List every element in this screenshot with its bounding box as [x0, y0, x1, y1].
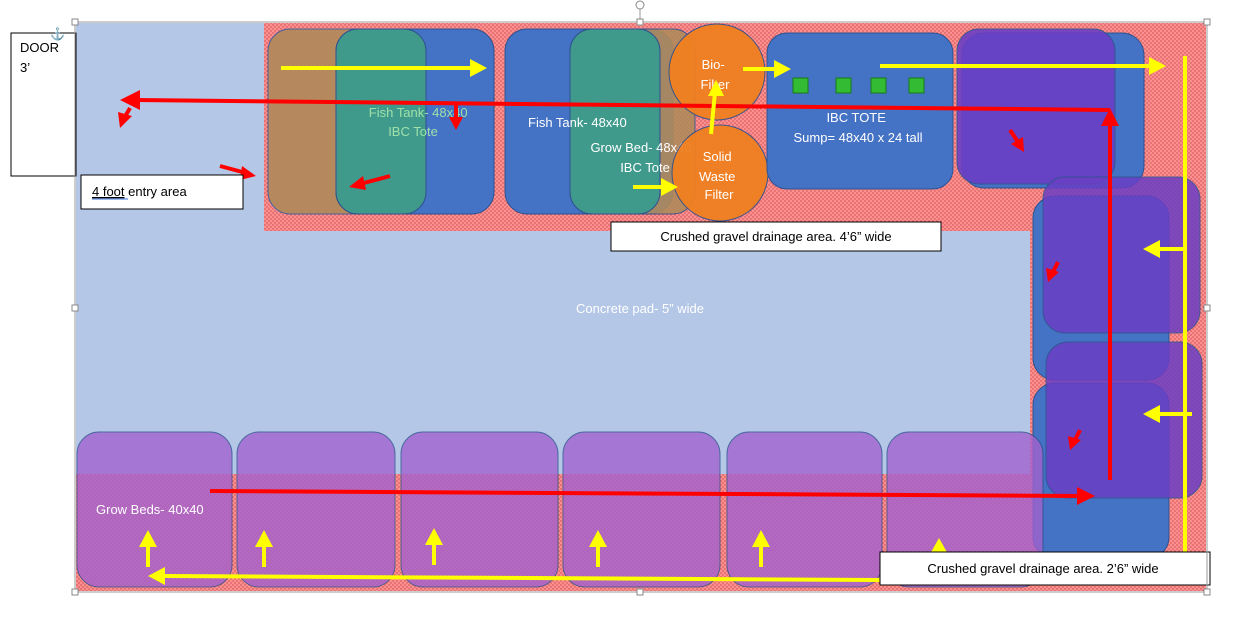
yellow-up-4-head — [589, 530, 607, 547]
fish-tank-1-teal — [335, 28, 427, 215]
fish-tank-top-right-purple — [956, 28, 1116, 185]
entry-area-box — [80, 174, 244, 210]
gravel-bottom-label-box — [879, 551, 1211, 586]
door-label: DOOR 3’ — [20, 40, 63, 75]
yellow-up-2-head — [255, 530, 273, 547]
gravel-top-label: Crushed gravel drainage area. 4’6” wide — [660, 229, 891, 244]
grow-bed-tote-label: Grow Bed- 48x40- IBC Tote — [590, 140, 699, 175]
resize-handle-bc[interactable] — [636, 588, 644, 596]
fish-tank-2-label: Fish Tank- 48x40 — [528, 115, 627, 130]
resize-handle-mr[interactable] — [1203, 304, 1211, 312]
resize-handle-tl[interactable] — [71, 18, 79, 26]
biofilter-circle — [668, 23, 766, 121]
yellow-arrowhead-top-right — [1149, 57, 1166, 75]
red-line-bottom — [209, 489, 1081, 498]
sump-square-2 — [835, 77, 852, 94]
yellow-arrowhead-top-bio — [774, 60, 791, 78]
yellow-arrowhead-top-fish — [470, 59, 487, 77]
yellow-up-3-head — [425, 528, 443, 545]
gravel-bottom-label: Crushed gravel drainage area. 2’6” wide — [927, 561, 1158, 576]
grow-bed-1 — [76, 431, 233, 588]
door-box — [10, 32, 77, 177]
yellow-flow-arrows — [139, 56, 1192, 585]
red-arrowhead-top-left — [120, 90, 140, 110]
red-short-arrow-topright — [1008, 128, 1020, 144]
yellow-arrowhead-swf-to-bio — [708, 80, 724, 96]
ibc-tote-sump — [766, 32, 954, 190]
resize-handle-ml[interactable] — [71, 304, 79, 312]
red-line-top — [134, 98, 1111, 112]
rotate-handle[interactable] — [635, 0, 645, 10]
grow-bed-2 — [236, 431, 396, 588]
entry-area-rest: entry area — [125, 184, 188, 199]
yellow-arrowhead-right-2 — [1143, 405, 1160, 423]
grow-bed-tote-teal — [569, 28, 661, 215]
resize-handle-br[interactable] — [1203, 588, 1211, 596]
resize-handle-bl[interactable] — [71, 588, 79, 596]
red-arrowhead-bottom-right — [1077, 487, 1095, 505]
yellow-arrowhead-bottom — [148, 567, 165, 585]
grow-beds-row — [76, 431, 1044, 588]
ibc-tote-label: IBC TOTE Sump= 48x40 x 24 tall — [794, 110, 923, 145]
red-arrowhead-top-right — [1101, 108, 1119, 126]
grow-bed-4 — [562, 431, 721, 588]
red-short-arrowhead-tank-2 — [449, 117, 463, 130]
sump-square-4 — [908, 77, 925, 94]
red-short-arrowhead-right-1 — [1046, 268, 1059, 282]
sump-square-1 — [792, 77, 809, 94]
red-short-arrowhead-topright — [1011, 137, 1024, 152]
right-tank-1-purple — [1042, 176, 1201, 334]
resize-handle-tc[interactable] — [636, 18, 644, 26]
fish-tank-1-label: Fish Tank- 48x40 IBC Tote — [369, 105, 471, 139]
yellow-arrowhead-right-1 — [1143, 240, 1160, 258]
yellow-up-6-head — [930, 538, 948, 554]
yellow-up-5-head — [752, 530, 770, 547]
red-flow-arrows — [118, 90, 1119, 505]
yellow-up-1-head — [139, 530, 157, 547]
red-short-arrow-tank-1 — [359, 174, 391, 186]
entry-area-label: 4 foot entry area — [92, 184, 187, 199]
red-short-arrowhead-entry-1 — [118, 112, 132, 128]
red-short-arrowhead-entry-2 — [240, 166, 256, 180]
entry-area-word: 4 foot — [92, 184, 125, 199]
grow-bed-3 — [400, 431, 559, 588]
yellow-arrowhead-growbed-to-swf — [661, 178, 678, 196]
grow-bed-5 — [726, 431, 883, 588]
yellow-line-swf-to-bio — [709, 91, 717, 135]
grow-bed-6 — [886, 431, 1044, 588]
resize-handle-tr[interactable] — [1203, 18, 1211, 26]
red-short-arrowhead-right-2 — [1068, 436, 1081, 450]
right-tank-2-purple — [1045, 341, 1203, 499]
concrete-pad-label: Concrete pad- 5” wide — [576, 301, 704, 316]
grow-beds-label: Grow Beds- 40x40 — [96, 502, 204, 517]
gravel-top-label-box — [610, 221, 942, 252]
solid-waste-filter-label: Solid Waste Filter — [699, 149, 739, 202]
yellow-line-bottom — [164, 574, 881, 582]
sump-square-3 — [870, 77, 887, 94]
red-short-arrowhead-tank-1 — [349, 176, 366, 190]
anchor-icon: ⚓ — [50, 27, 65, 41]
